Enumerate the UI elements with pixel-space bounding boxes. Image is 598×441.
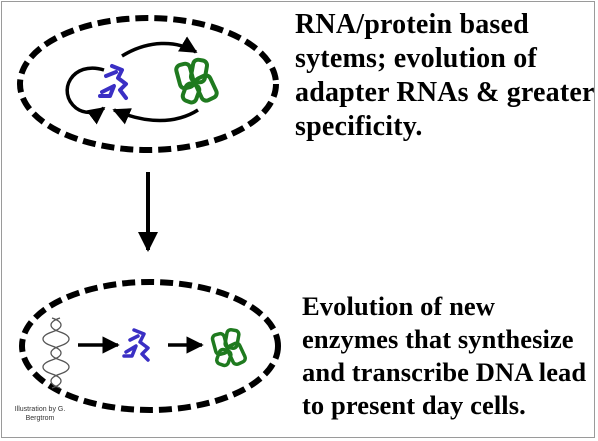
bottom-cell-membrane [19, 279, 281, 413]
rna-to-protein-arrow [121, 36, 198, 58]
protein-to-rna-arrow [112, 108, 199, 125]
bottom-caption: Evolution of new enzymes that synthesize… [302, 291, 587, 420]
illustration-credit: Illustration by G. Bergtrom [14, 406, 66, 422]
rna-molecule-icon [122, 328, 150, 362]
protein-molecule-icon [210, 327, 248, 368]
top-caption: RNA/protein based sytems; evolution of a… [295, 9, 595, 142]
rna-molecule-icon [98, 64, 128, 100]
top-cell-membrane [17, 15, 279, 153]
dna-helix-icon [42, 317, 70, 389]
rna-self-replication-arrow [65, 66, 106, 125]
protein-molecule-icon [174, 57, 219, 105]
